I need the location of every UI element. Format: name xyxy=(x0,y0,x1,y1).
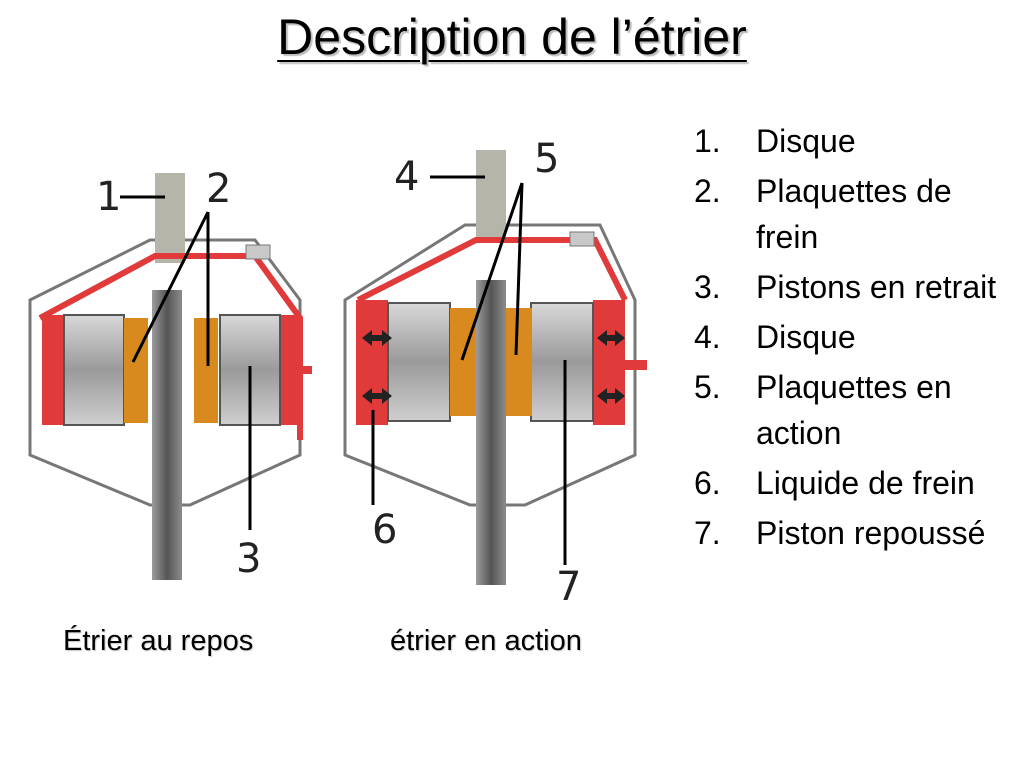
legend-number: 6. xyxy=(694,465,721,501)
legend-text: Pistons en retrait xyxy=(756,269,997,305)
legend-text: Plaquettes en action xyxy=(756,369,952,451)
legend-text: Liquide de frein xyxy=(756,465,975,501)
pad-left-action xyxy=(450,308,476,416)
caliper-body-action xyxy=(343,223,637,507)
legend-text: Plaquettes de frein xyxy=(756,173,952,255)
bleed-screw-action xyxy=(569,231,595,247)
legend-text: Piston repoussé xyxy=(756,515,986,551)
pad-right-rest xyxy=(194,318,218,423)
legend-item: 2. Plaquettes de frein xyxy=(694,168,1014,260)
legend-item: 3. Pistons en retrait xyxy=(694,264,1014,310)
legend-number: 3. xyxy=(694,269,721,305)
caliper-diagram: 1 2 3 4 5 6 7 xyxy=(28,136,647,610)
fluid-chamber-right-action xyxy=(593,300,625,425)
pressure-arrows xyxy=(362,330,625,404)
legend-item: 5. Plaquettes en action xyxy=(694,364,1014,456)
bleed-screw-rest xyxy=(245,244,271,260)
fluid-chamber-right-rest xyxy=(280,315,300,425)
disc-top-rest xyxy=(155,173,185,263)
disc-rest xyxy=(152,290,182,580)
callout-7: 7 xyxy=(556,564,581,610)
callout-4: 4 xyxy=(394,154,419,200)
outlet-action xyxy=(625,360,647,370)
caption-rest: Étrier au repos xyxy=(63,625,254,657)
disc-action xyxy=(476,280,506,585)
legend-number: 4. xyxy=(694,319,721,355)
legend-number: 2. xyxy=(694,173,721,209)
legend-list: 1. Disque 2. Plaquettes de frein 3. Pistons… xyxy=(694,118,1014,560)
callout-2: 2 xyxy=(206,166,231,212)
outlet-rest xyxy=(300,366,312,374)
legend-item: 7. Piston repoussé xyxy=(694,510,1014,556)
piston-left-action xyxy=(387,302,451,422)
legend-number: 5. xyxy=(694,369,721,405)
callout-3: 3 xyxy=(236,536,261,582)
piston-left-rest xyxy=(63,314,125,426)
pad-right-action xyxy=(506,308,532,416)
legend-number: 7. xyxy=(694,515,721,551)
legend-text: Disque xyxy=(756,319,856,355)
legend-item: 6. Liquide de frein xyxy=(694,460,1014,506)
callout-6: 6 xyxy=(372,507,397,553)
piston-right-action xyxy=(530,302,594,422)
legend-number: 1. xyxy=(694,123,721,159)
disc-top-action xyxy=(476,150,506,240)
callout-1: 1 xyxy=(96,174,121,220)
pad-left-rest xyxy=(124,318,148,423)
callout-5: 5 xyxy=(534,136,559,182)
fluid-chamber-left-rest xyxy=(42,315,64,425)
legend-item: 4. Disque xyxy=(694,314,1014,360)
caption-action: étrier en action xyxy=(390,625,582,657)
fluid-line-action xyxy=(356,237,628,303)
legend-text: Disque xyxy=(756,123,856,159)
slide-title: Description de l’étrier xyxy=(277,9,747,65)
caliper-action xyxy=(343,150,647,585)
fluid-chamber-left-action xyxy=(356,300,388,425)
legend-item: 1. Disque xyxy=(694,118,1014,164)
caliper-rest xyxy=(28,173,312,580)
